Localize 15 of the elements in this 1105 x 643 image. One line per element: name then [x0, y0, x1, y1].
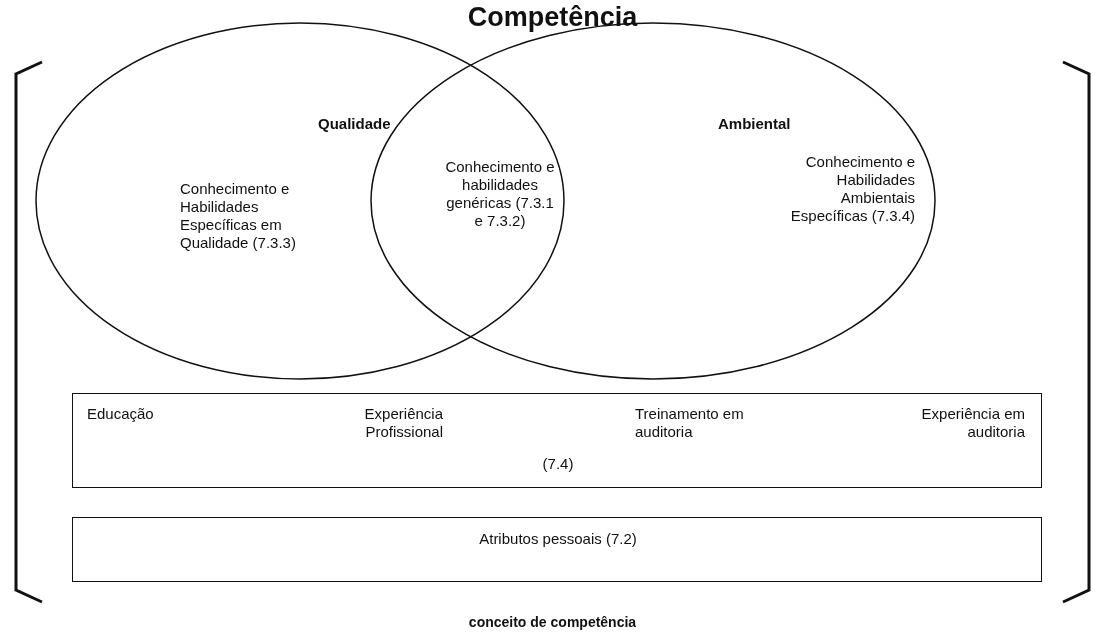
item-label: Experiência Profissional — [363, 405, 443, 441]
figure-caption: conceito de competência — [467, 614, 638, 630]
item-label: Experiência em auditoria — [920, 405, 1025, 441]
set-description: Conhecimento e Habilidades Específicas em Qualidade (7.3.3) — [180, 180, 297, 252]
section-number: (7.4) — [541, 455, 575, 473]
set-heading: Qualidade — [318, 115, 392, 133]
item-label: Educação — [87, 405, 155, 423]
set-heading: Ambiental — [718, 115, 792, 133]
item-label: Treinamento em auditoria — [635, 405, 745, 441]
item-label: Atributos pessoais (7.2) — [478, 530, 638, 548]
set-description: Conhecimento e Habilidades Ambientais Específicas (7.3.4) — [789, 153, 915, 225]
diagram-title: Competência — [466, 2, 639, 33]
category-box — [72, 517, 1042, 582]
overlap-description: Conhecimento e habilidades genéricas (7.3.1 e 7.3.2) — [445, 158, 555, 230]
category-box — [72, 393, 1042, 488]
